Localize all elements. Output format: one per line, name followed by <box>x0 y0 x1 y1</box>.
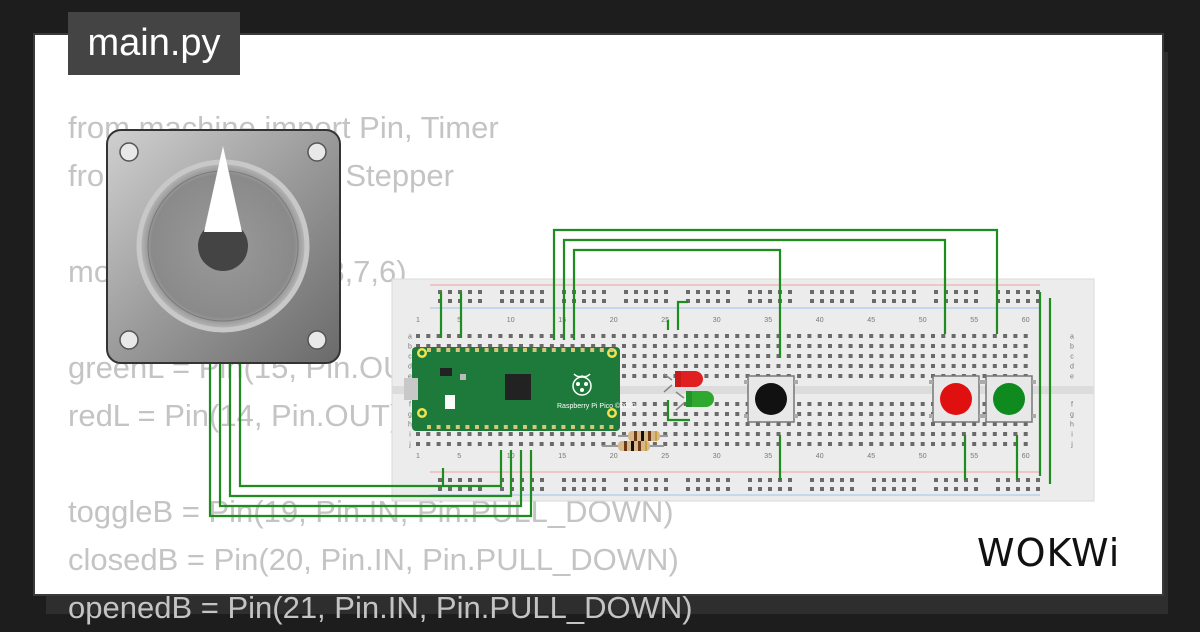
breadboard-col-number: 35 <box>764 453 772 460</box>
breadboard-col-number: 15 <box>558 453 566 460</box>
resistor-1[interactable] <box>618 431 668 441</box>
breadboard-row-letter: c <box>408 354 412 361</box>
breadboard-row-letter: g <box>408 412 412 419</box>
breadboard-row-letter: e <box>1070 374 1074 381</box>
code-line: redL = Pin(14, Pin.OUT) <box>68 398 401 433</box>
code-line: openedB = Pin(21, Pin.IN, Pin.PULL_DOWN) <box>68 590 693 625</box>
breadboard-col-number: 45 <box>867 317 875 324</box>
breadboard-row-letter: i <box>1071 432 1073 439</box>
breadboard-row-letter: b <box>408 344 412 351</box>
breadboard-col-number: 1 <box>416 317 420 324</box>
breadboard-col-number: 10 <box>507 317 515 324</box>
code-line: closedB = Pin(20, Pin.IN, Pin.PULL_DOWN) <box>68 542 679 577</box>
breadboard-col-number: 5 <box>457 453 461 460</box>
breadboard-row-letter: e <box>408 374 412 381</box>
breadboard-col-number: 15 <box>558 317 566 324</box>
opened-button[interactable] <box>982 375 1036 423</box>
breadboard-col-number: 25 <box>661 317 669 324</box>
breadboard-row-letter: b <box>1070 344 1074 351</box>
breadboard-col-number: 55 <box>970 453 978 460</box>
breadboard-col-number: 20 <box>610 453 618 460</box>
raspberry-logo-icon <box>572 373 592 396</box>
breadboard-col-number: 55 <box>970 317 978 324</box>
file-tab[interactable]: main.py <box>68 12 240 75</box>
breadboard-col-number: 30 <box>713 453 721 460</box>
breadboard-row-letter: c <box>1070 354 1074 361</box>
breadboard-row-letter: j <box>1070 442 1073 449</box>
breadboard-row-letter: d <box>408 364 412 371</box>
raspberry-pi-pico[interactable]: Raspberry Pi Pico ©2020 <box>404 347 636 431</box>
breadboard-row-letter: i <box>409 432 411 439</box>
breadboard-col-number: 20 <box>610 317 618 324</box>
breadboard-col-number: 40 <box>816 453 824 460</box>
breadboard-row-letter: d <box>1070 364 1074 371</box>
stepper-motor[interactable] <box>106 129 341 364</box>
green-led[interactable] <box>675 391 714 411</box>
resistor-2[interactable] <box>602 441 664 451</box>
breadboard-col-number: 1 <box>416 453 420 460</box>
breadboard-col-number: 45 <box>867 453 875 460</box>
breadboard-row-letter: a <box>1070 334 1074 341</box>
breadboard-row-letter: f <box>1071 402 1073 409</box>
breadboard-col-number: 50 <box>919 453 927 460</box>
breadboard-col-number: 60 <box>1022 317 1030 324</box>
toggle-button[interactable] <box>744 375 798 423</box>
breadboard-row-letter: h <box>408 422 412 429</box>
code-line: toggleB = Pin(19, Pin.IN, Pin.PULL_DOWN) <box>68 494 674 529</box>
breadboard-row-letter: a <box>408 334 412 341</box>
svg-text:WOKWi: WOKWi <box>977 531 1120 575</box>
breadboard-col-number: 60 <box>1022 453 1030 460</box>
breadboard-col-number: 40 <box>816 317 824 324</box>
wokwi-logo: WOKWi <box>977 531 1120 575</box>
breadboard-col-number: 5 <box>457 317 461 324</box>
breadboard-row-letter: j <box>408 442 411 449</box>
breadboard-col-number: 35 <box>764 317 772 324</box>
breadboard-col-number: 30 <box>713 317 721 324</box>
breadboard-row-letter: g <box>1070 412 1074 419</box>
wires <box>208 228 1052 518</box>
motor-pointer-icon <box>204 146 242 232</box>
breadboard-col-number: 50 <box>919 317 927 324</box>
pico-label: Raspberry Pi Pico ©2020 <box>557 402 636 410</box>
breadboard-row-letter: f <box>409 402 411 409</box>
red-led[interactable] <box>663 371 703 393</box>
closed-button[interactable] <box>929 375 983 423</box>
breadboard-row-letter: h <box>1070 422 1074 429</box>
breadboard-col-number: 25 <box>661 453 669 460</box>
